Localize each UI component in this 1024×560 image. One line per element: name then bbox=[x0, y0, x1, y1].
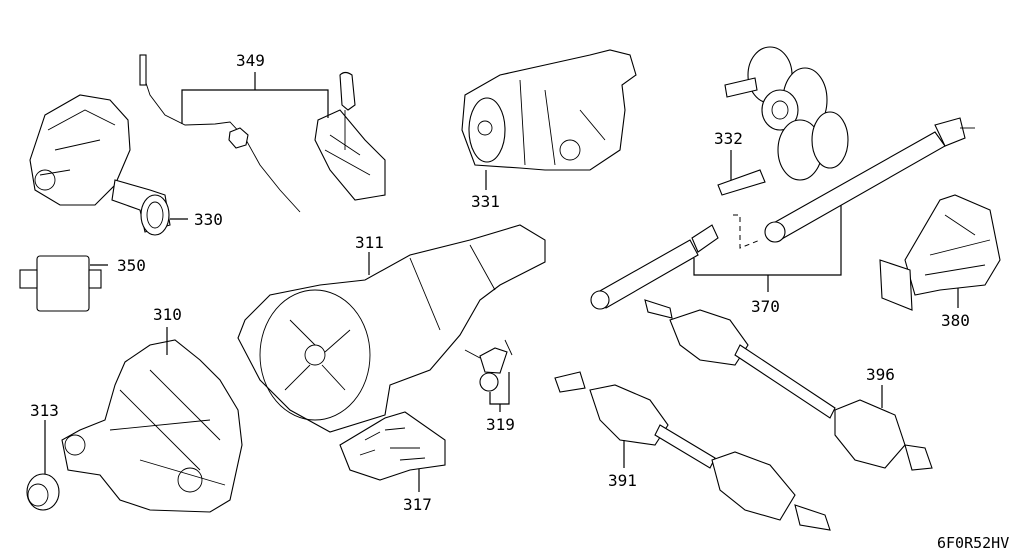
part-396-rear-drive-shaft[interactable] bbox=[644, 299, 933, 471]
label-313: 313 bbox=[30, 401, 59, 420]
label-319: 319 bbox=[486, 415, 515, 434]
label-310: 310 bbox=[153, 305, 182, 324]
part-349-shift-cable[interactable] bbox=[139, 54, 386, 213]
label-330: 330 bbox=[194, 210, 223, 229]
part-331-transfer[interactable] bbox=[461, 49, 637, 171]
part-311-automatic-transmission[interactable] bbox=[237, 224, 546, 433]
part-310-manual-transmission[interactable] bbox=[61, 339, 243, 513]
label-349: 349 bbox=[236, 51, 265, 70]
label-391: 391 bbox=[608, 471, 637, 490]
label-332: 332 bbox=[714, 129, 743, 148]
label-380: 380 bbox=[941, 311, 970, 330]
label-350: 350 bbox=[117, 256, 146, 275]
part-317-control-valve[interactable] bbox=[339, 411, 446, 481]
part-319-switch[interactable] bbox=[464, 339, 513, 392]
label-311: 311 bbox=[355, 233, 384, 252]
label-370: 370 bbox=[751, 297, 780, 316]
part-330-transfer-case[interactable] bbox=[29, 94, 171, 236]
part-380-cover[interactable] bbox=[879, 194, 1001, 311]
label-331: 331 bbox=[471, 192, 500, 211]
diagram-code: 6F0R52HV bbox=[937, 534, 1009, 552]
part-370-propeller-shaft[interactable] bbox=[590, 117, 975, 310]
part-332-gear-assembly[interactable] bbox=[717, 46, 849, 196]
part-313-bearing[interactable] bbox=[26, 473, 60, 511]
label-396: 396 bbox=[866, 365, 895, 384]
part-350-control-module[interactable] bbox=[19, 255, 102, 312]
part-391-front-drive-shaft[interactable] bbox=[554, 371, 831, 531]
label-317: 317 bbox=[403, 495, 432, 514]
